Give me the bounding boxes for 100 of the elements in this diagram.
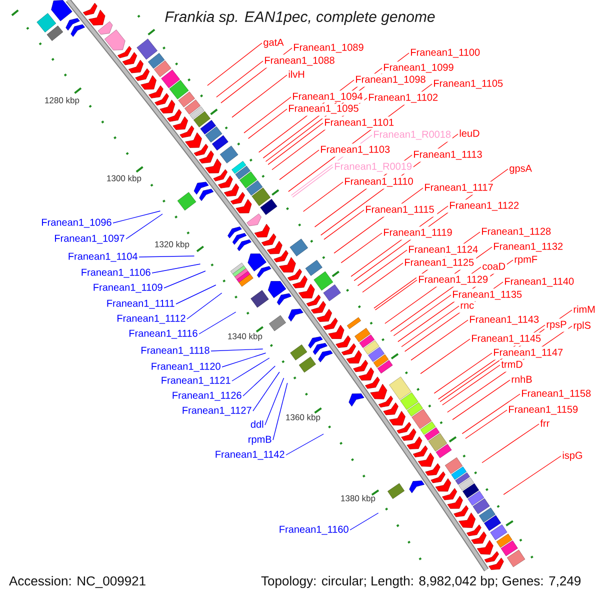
gene-label: gatA [264, 38, 284, 48]
scale-label: 1360 kbp [286, 414, 320, 422]
gene-label: ispG [562, 452, 582, 461]
gene-label: Franean1_1099 [384, 64, 454, 73]
leader-line [324, 210, 364, 240]
leader-line [152, 264, 201, 274]
leader-line [290, 134, 372, 196]
gene-label: Franean1_1122 [450, 202, 519, 211]
gene-label: Franean1_1125 [405, 258, 474, 268]
gene-label: Franean1_1158 [522, 390, 591, 399]
gene-label: rimM [574, 306, 595, 313]
gene-label: Franean1_1119 [384, 228, 452, 238]
gene-label: Franean1_1128 [482, 228, 551, 237]
leader-line [198, 312, 236, 334]
gene-label: Franean1_1140 [505, 278, 574, 287]
gene-label: Franean1_1118 [141, 346, 210, 356]
leader-line [232, 358, 270, 382]
leader-line [222, 352, 266, 368]
leader-line [252, 372, 280, 412]
leader-line [420, 338, 470, 374]
scale-label: 1320 kbp [155, 241, 190, 249]
gene-label: Franean1_1112 [117, 314, 186, 324]
leader-line [357, 250, 408, 286]
leader-line [384, 246, 492, 324]
leader-line [220, 48, 292, 104]
leader-line [248, 108, 288, 139]
gene-label: trmD [501, 360, 522, 368]
scale-label: 1280 kbp [45, 97, 80, 105]
gene-label: Franean1_1095 [289, 104, 358, 114]
leader-line [404, 282, 504, 352]
leader-line [350, 206, 448, 277]
leader-line [138, 256, 195, 258]
gene-label: Franean1_1111 [107, 300, 174, 309]
leader-line [216, 60, 264, 98]
leader-line [410, 320, 468, 361]
leader-line [232, 74, 288, 118]
leader-line [393, 294, 452, 336]
leader-line [462, 394, 520, 434]
gene-label: Franean1_1147 [494, 348, 563, 358]
gene-label: Franean1_1143 [470, 316, 539, 325]
gene-label: Franean1_1106 [82, 268, 150, 278]
gene-label: Franean1_1127 [182, 406, 252, 416]
leader-line [314, 154, 412, 228]
leader-line [401, 306, 460, 348]
gene-label: Franean1_1115 [366, 206, 434, 215]
leader-line [320, 134, 458, 236]
leader-line [210, 348, 264, 352]
leader-line [447, 326, 572, 413]
leader-line [268, 122, 324, 165]
gene-label: Franean1_1120 [152, 362, 220, 372]
leader-line [362, 262, 404, 293]
leader-line [258, 80, 354, 153]
gene-label: Franean1_1103 [321, 146, 390, 155]
gene-label: Franean1_1160 [280, 526, 348, 535]
gene-label: Franean1_1159 [509, 406, 578, 415]
leader-line [452, 380, 510, 420]
gene-label: coaD [482, 262, 506, 270]
gene-label: rpmF [514, 256, 538, 265]
leader-line [264, 378, 284, 426]
leader-line [242, 366, 276, 396]
gene-label: Franean1_1102 [369, 94, 438, 103]
gene-label: Franean1_R0018 [374, 130, 451, 140]
leader-line [244, 96, 292, 134]
leader-line [272, 98, 368, 170]
gene-label: Franean1_1088 [265, 56, 334, 66]
gene-label: Franean1_1135 [453, 290, 522, 300]
gene-label: Franean1_1105 [434, 80, 503, 89]
gene-label: Franean1_1110 [345, 178, 413, 187]
gene-label: Franean1_R0019 [335, 162, 412, 172]
accession-text: Accession: NC_009921 [9, 576, 146, 588]
gene-label: leuD [460, 130, 480, 137]
leader-line [398, 260, 514, 342]
leader-line [440, 310, 572, 402]
leader-line [354, 168, 508, 281]
leader-line [265, 52, 410, 162]
leader-line [286, 434, 324, 456]
leader-line [390, 266, 482, 332]
leader-line [438, 324, 546, 400]
gene-label: rpsP [546, 320, 566, 330]
title: Frankia sp. EAN1pec, complete genome [165, 11, 435, 25]
leader-line [442, 364, 500, 406]
gene-label: Franean1_1101 [325, 118, 394, 128]
gene-label: frr [540, 420, 550, 427]
gene-label: rplS [574, 322, 591, 331]
leader-line [350, 512, 379, 530]
gene-label: Franean1_1126 [172, 392, 242, 401]
leader-line [482, 424, 540, 464]
leader-line [176, 284, 216, 304]
genome-info-text: Topology: circular; Length: 8,982,042 bp; Genes: 7,249 [261, 576, 580, 588]
gene-label: Franean1_1117 [425, 184, 493, 193]
gene-label: rnc [460, 303, 474, 309]
scale-label: 1340 kbp [228, 333, 262, 341]
leader-line [279, 150, 320, 180]
gene-label: Franean1_1113 [414, 150, 482, 160]
leader-line [272, 382, 288, 440]
leader-line [302, 182, 344, 212]
gene-label: Franean1_1124 [409, 246, 478, 255]
gene-label: Franean1_1132 [494, 242, 563, 252]
gene-label: Franean1_1145 [472, 334, 541, 344]
gene-label: Franean1_1098 [356, 76, 426, 85]
